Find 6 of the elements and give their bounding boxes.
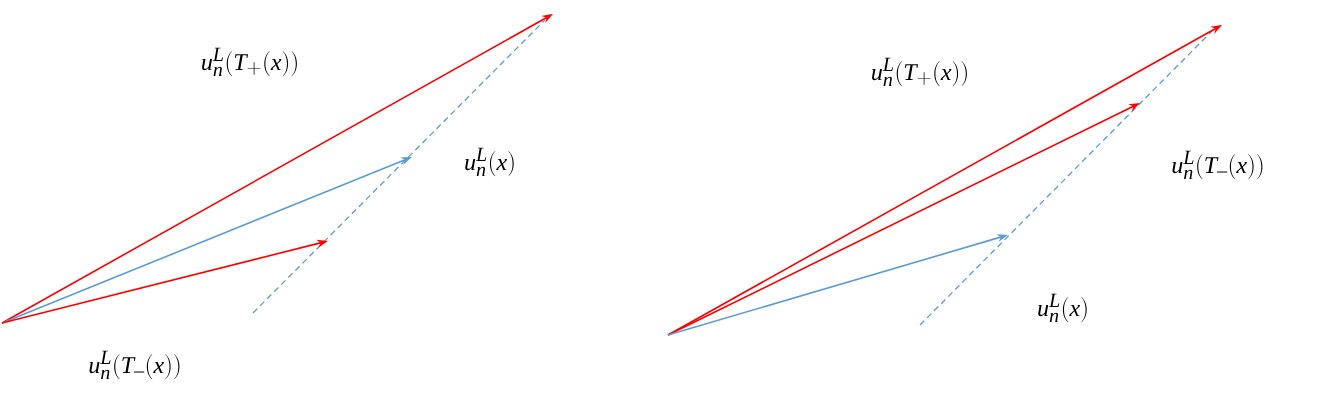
formula-label: $u_n^L(x)$: [1038, 293, 1087, 323]
formula-label: $u_n^L(T_+(x))$: [202, 47, 297, 77]
formula-label: $u_n^L(T_+(x))$: [872, 57, 967, 87]
formula-label: $u_n^L(T_-(x))$: [1172, 150, 1263, 180]
formula-label: $u_n^L(x)$: [465, 147, 514, 177]
formula-label: $u_n^L(T_-(x))$: [89, 350, 180, 380]
